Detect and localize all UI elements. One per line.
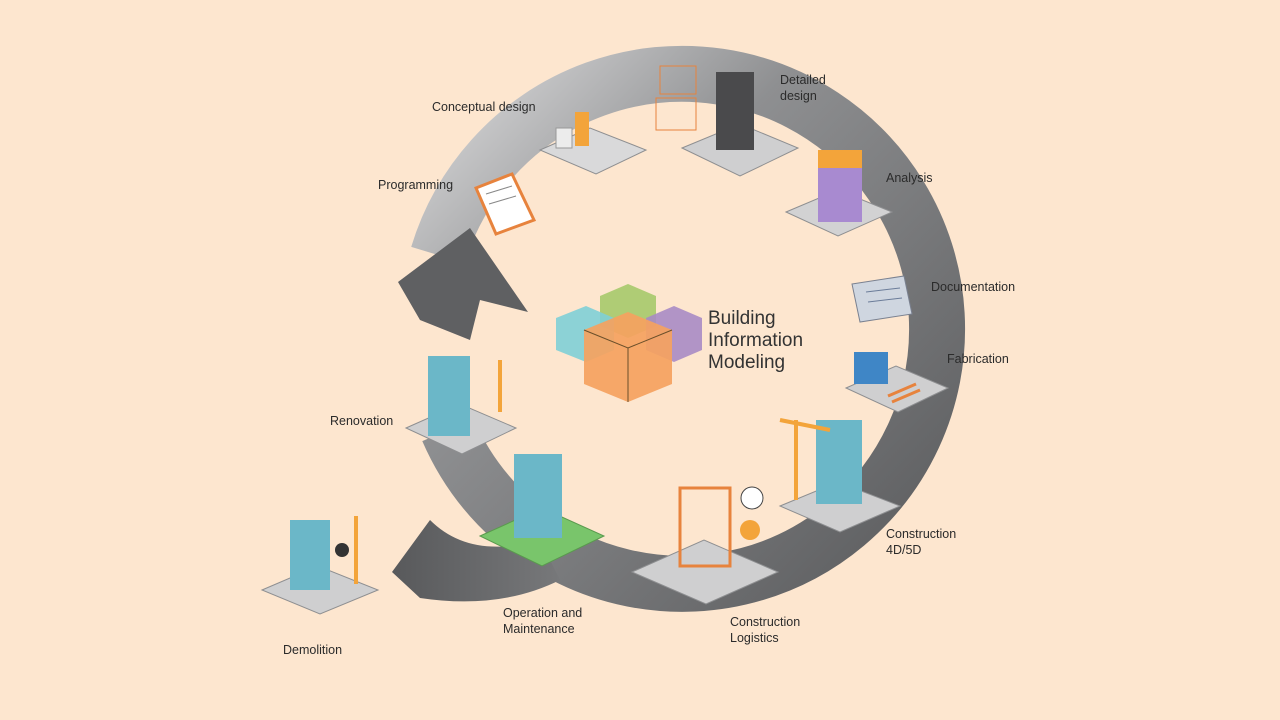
stage-label-analysis: Analysis xyxy=(886,171,933,185)
demolition-arrow xyxy=(392,520,560,602)
stage-icon-analysis xyxy=(784,150,894,237)
stage-label-operation: Operation and Maintenance xyxy=(503,606,583,636)
stage-icon-demolition xyxy=(260,516,380,615)
stage-label-conceptual-design: Conceptual design xyxy=(432,100,536,114)
bim-title: Building Information Modeling xyxy=(708,308,803,374)
stage-label-programming: Programming xyxy=(378,178,454,192)
stage-icon-documentation xyxy=(851,275,913,323)
stage-label-documentation: Documentation xyxy=(931,280,1016,294)
stage-label-detailed-design: Detailed design xyxy=(780,73,826,103)
stage-label-renovation: Renovation xyxy=(330,414,394,428)
stage-icon-detailed xyxy=(655,65,800,177)
title-line-1: Building xyxy=(708,308,776,329)
stage-icon-renovation xyxy=(404,356,518,455)
stage-icon-operation xyxy=(478,454,606,567)
ring-arrowhead xyxy=(398,228,528,340)
stage-label-fabrication: Fabrication xyxy=(947,352,1009,366)
stage-icon-construction-4d xyxy=(778,418,902,533)
stage-label-demolition: Demolition xyxy=(283,643,343,657)
stage-label-construction-logistics: Construction Logistics xyxy=(730,615,801,645)
stage-label-construction-4d: Construction 4D/5D xyxy=(886,527,957,557)
stage-icon-fabrication xyxy=(844,352,950,413)
stage-icon-conceptual xyxy=(538,112,648,175)
lifecycle-ring xyxy=(411,45,966,612)
stage-icon-programming xyxy=(474,172,537,236)
title-line-2: Information xyxy=(708,330,804,351)
title-line-3: Modeling xyxy=(708,352,786,373)
stage-icon-construction-logistics xyxy=(630,486,780,605)
bim-logo-cubes xyxy=(556,284,702,402)
